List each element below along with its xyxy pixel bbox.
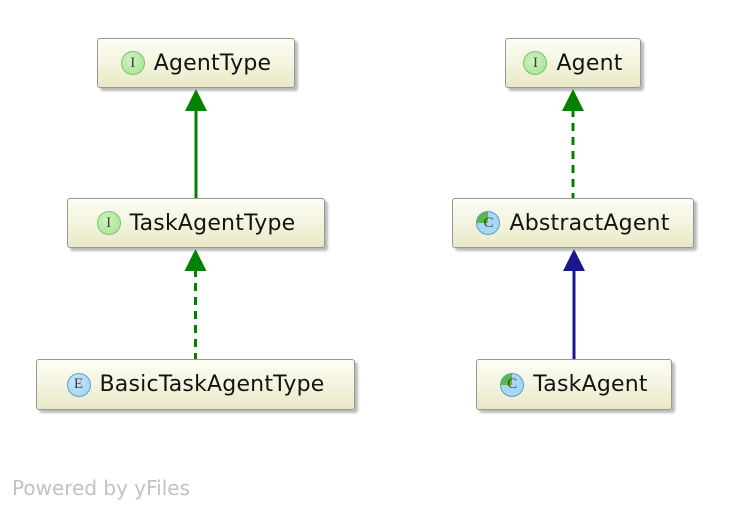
interface-icon: I (96, 211, 121, 235)
edge-TaskAgent-AbstractAgent[interactable] (563, 249, 585, 359)
node-label: BasicTaskAgentType (99, 372, 325, 397)
node-task-agent-type[interactable]: I TaskAgentType (67, 198, 325, 248)
node-label: AgentType (153, 50, 272, 76)
node-abstract-agent[interactable]: C AbstractAgent (452, 198, 694, 248)
edge-TaskAgentType-AgentType[interactable] (185, 89, 207, 198)
node-label: TaskAgent (533, 372, 648, 397)
enum-icon: E (66, 372, 91, 397)
node-task-agent[interactable]: C TaskAgent (476, 359, 672, 410)
node-basic-task-agent-type[interactable]: E BasicTaskAgentType (36, 359, 355, 410)
yfiles-watermark: Powered by yFiles (12, 476, 190, 500)
edge-AbstractAgent-Agent[interactable] (562, 89, 584, 198)
class-icon: C (500, 372, 525, 397)
node-label: Agent (556, 50, 623, 76)
interface-icon: I (120, 51, 145, 75)
edge-BasicTaskAgentType-TaskAgentType[interactable] (184, 249, 207, 359)
interface-icon: I (523, 51, 548, 75)
node-label: AbstractAgent (509, 210, 670, 236)
node-agent[interactable]: I Agent (505, 38, 641, 88)
class-icon: C (476, 211, 501, 235)
node-label: TaskAgentType (129, 210, 296, 236)
node-agent-type[interactable]: I AgentType (97, 38, 295, 88)
